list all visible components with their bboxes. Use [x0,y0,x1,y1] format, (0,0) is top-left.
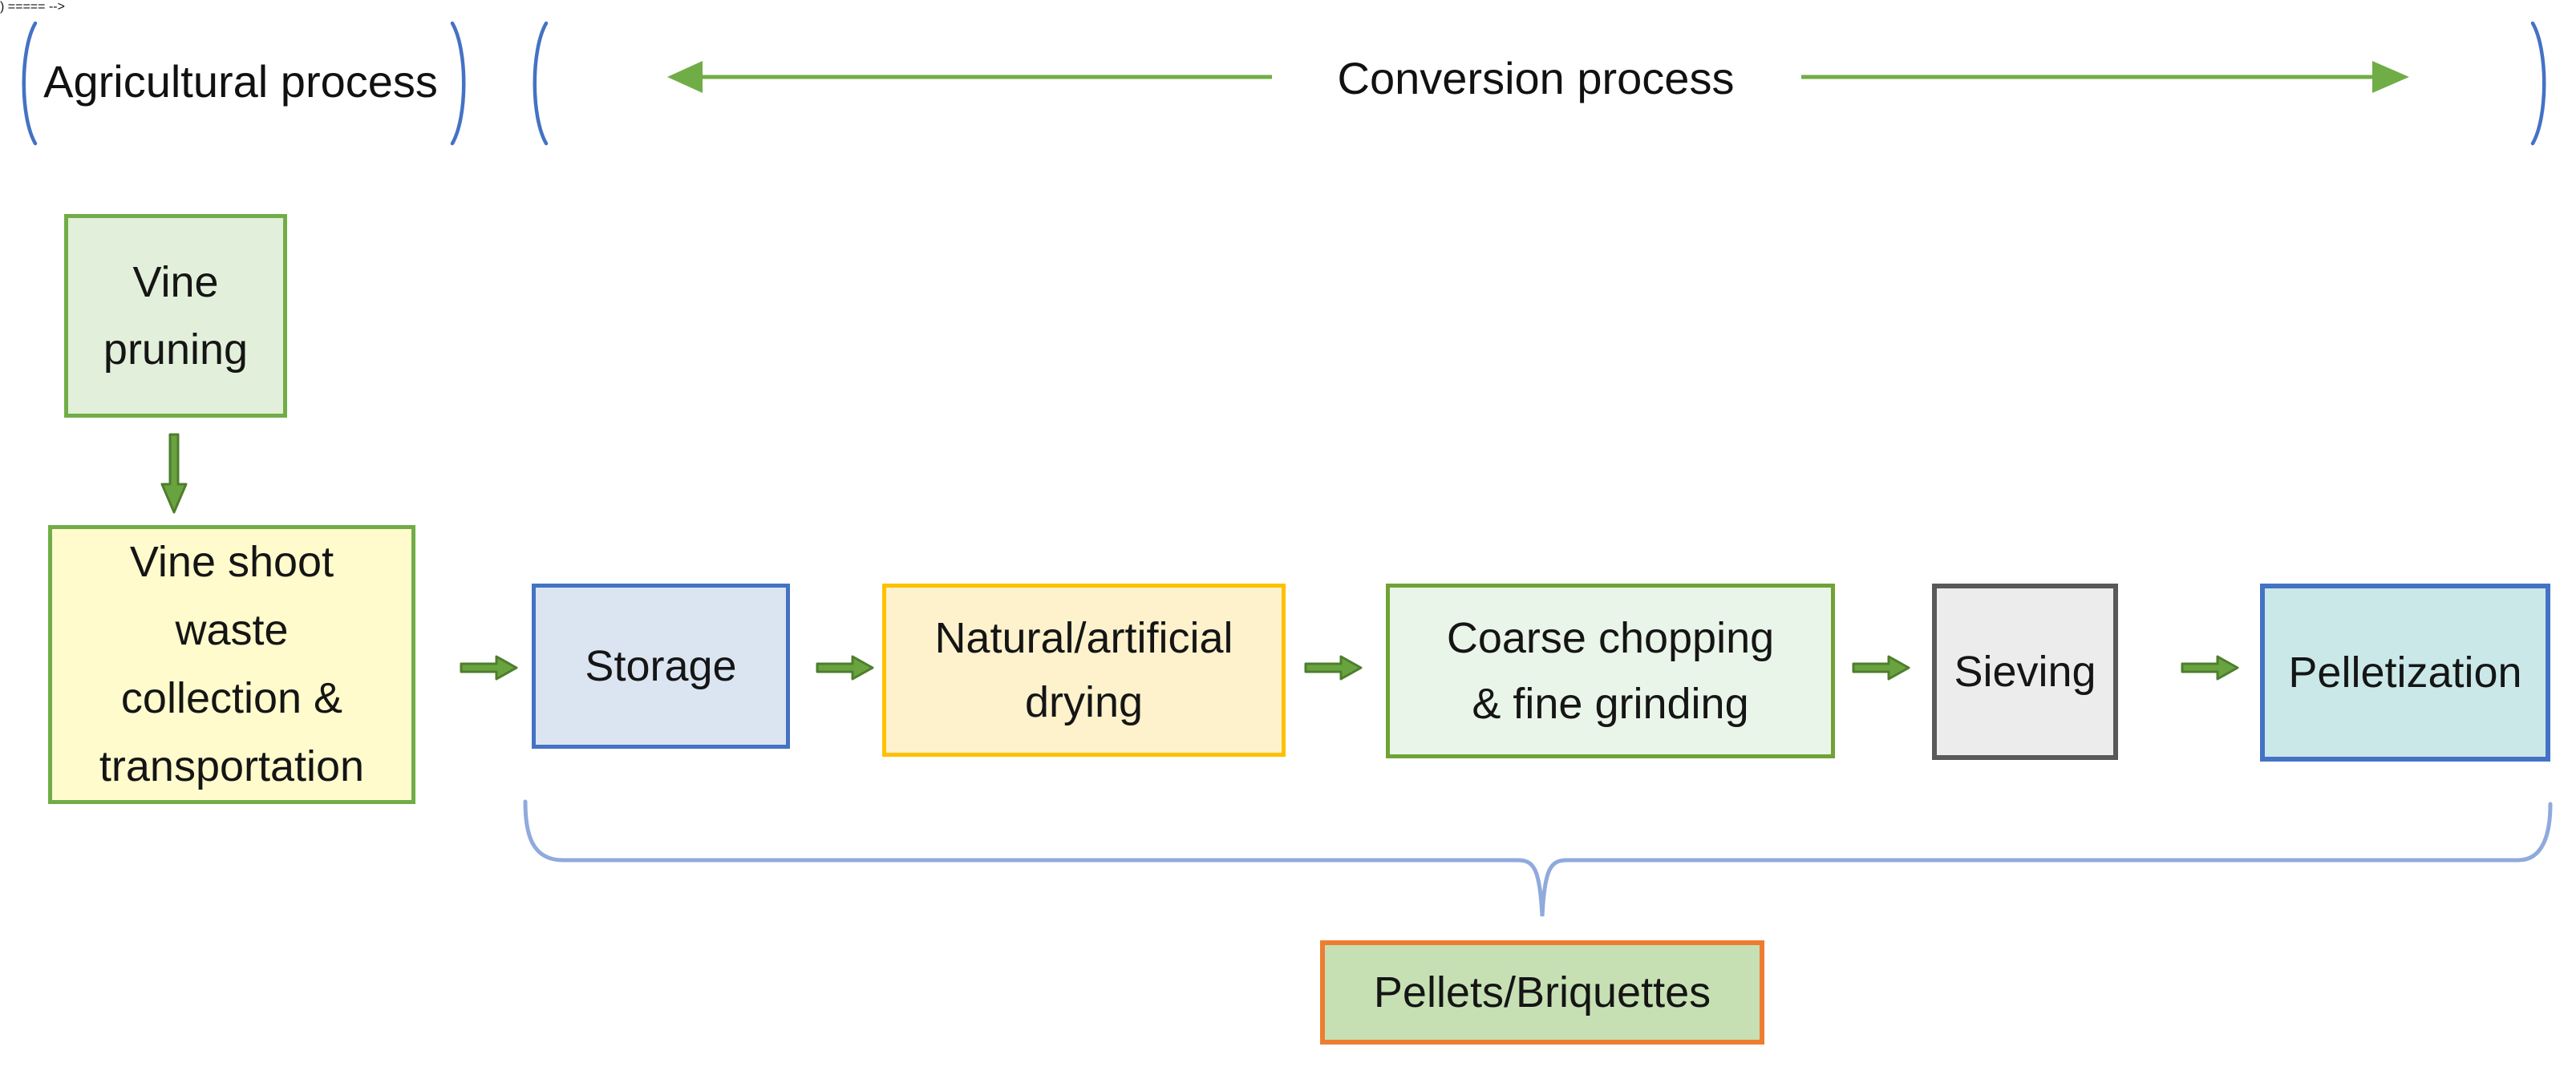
box-label: Sieving [1954,648,2096,696]
flow-arrow-icon [816,655,874,681]
box-label-line: Vine shoot [129,538,334,586]
close-bracket-icon [450,21,466,146]
open-bracket-icon [22,21,38,146]
box-label-line: waste [175,606,289,654]
box-label: Pellets/Briquettes [1373,968,1711,1016]
agricultural-process-label: Agricultural process [43,56,438,107]
box-label-line: pruning [103,325,249,374]
vine-pruning-box: Vine pruning [64,214,287,418]
flow-arrow-icon [2181,655,2239,681]
down-arrow-icon [160,433,188,514]
pelletization-box: Pelletization [2260,584,2550,762]
storage-box: Storage [532,584,790,749]
pellets-briquettes-box: Pellets/Briquettes [1320,940,1764,1045]
coarse-chopping-box: Coarse chopping & fine grinding [1386,584,1835,758]
box-label: Storage [585,642,737,690]
box-label-line: collection & [120,674,343,722]
open-bracket-icon [533,21,549,146]
box-label-line: drying [1024,678,1144,726]
box-label-line: transportation [99,742,365,790]
sieving-box: Sieving [1932,584,2118,760]
brace-icon [523,799,2553,917]
conversion-process-label: Conversion process [1337,53,1735,103]
flow-arrow-icon [1304,655,1363,681]
drying-box: Natural/artificial drying [882,584,1286,757]
box-label-line: Coarse chopping [1446,614,1775,662]
left-span-arrow-icon [667,61,1272,93]
flow-arrow-icon [1852,655,1910,681]
box-label-line: Vine [132,258,219,306]
right-span-arrow-icon [1801,61,2409,93]
vine-shoot-box: Vine shoot waste collection & transporta… [48,525,415,804]
flow-arrow-icon [460,655,518,681]
box-label-line: & fine grinding [1472,680,1749,728]
close-bracket-icon [2530,21,2546,146]
box-label: Pelletization [2288,649,2522,697]
box-label-line: Natural/artificial [934,614,1233,662]
